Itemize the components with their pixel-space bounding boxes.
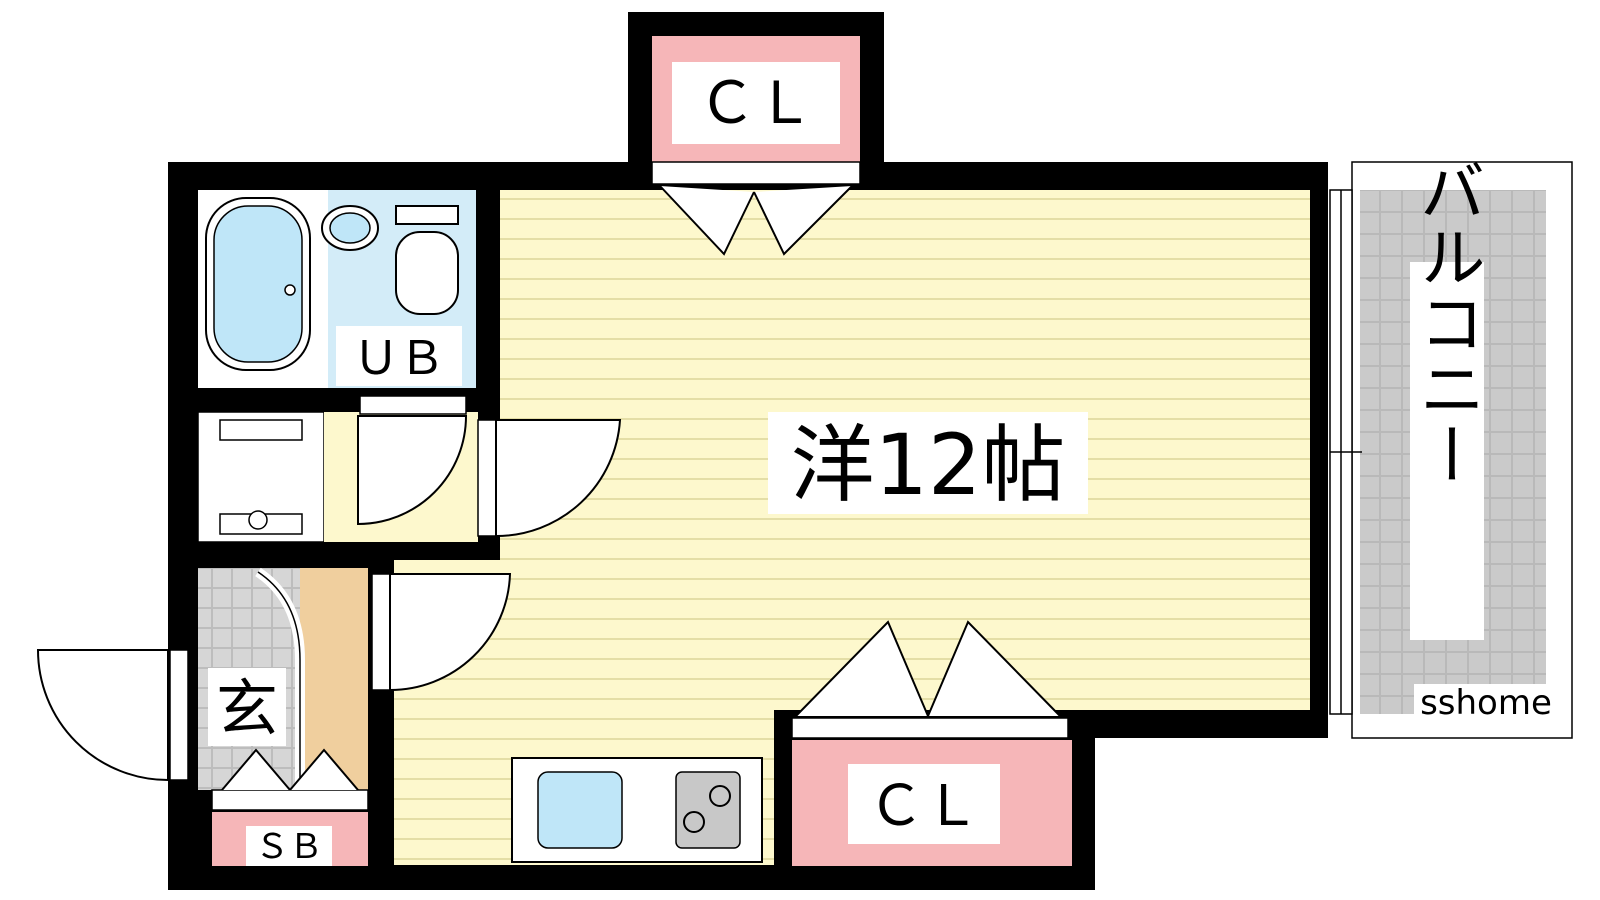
closet-top-door	[753, 185, 853, 256]
closet-top-door	[659, 185, 755, 256]
entrance-step	[300, 568, 368, 790]
shoe-box-door	[289, 748, 359, 791]
shoe-box-label: ＳＢ	[255, 827, 323, 867]
balcony-label: バルコニー	[1409, 157, 1486, 487]
closet-bottom-label: ＣＬ	[868, 774, 980, 839]
toilet-bowl	[395, 231, 459, 315]
unit-bath-label: ＵＢ	[353, 331, 445, 385]
shoe-box-door	[221, 748, 291, 791]
sink	[537, 771, 623, 849]
room-door-swing	[495, 419, 622, 538]
main-room-label: 洋12帖	[791, 416, 1066, 514]
stove	[675, 771, 741, 849]
bath-door-swing	[357, 415, 468, 526]
closet-bottom-door	[795, 620, 929, 717]
front-door-swing	[36, 649, 169, 782]
watermark: sshome	[1420, 683, 1552, 723]
closet-bottom-door	[927, 620, 1061, 717]
entrance-door-swing	[389, 573, 512, 692]
entrance-label: 玄	[216, 672, 278, 745]
closet-top-label: ＣＬ	[698, 69, 814, 137]
toilet-tank	[395, 205, 459, 225]
